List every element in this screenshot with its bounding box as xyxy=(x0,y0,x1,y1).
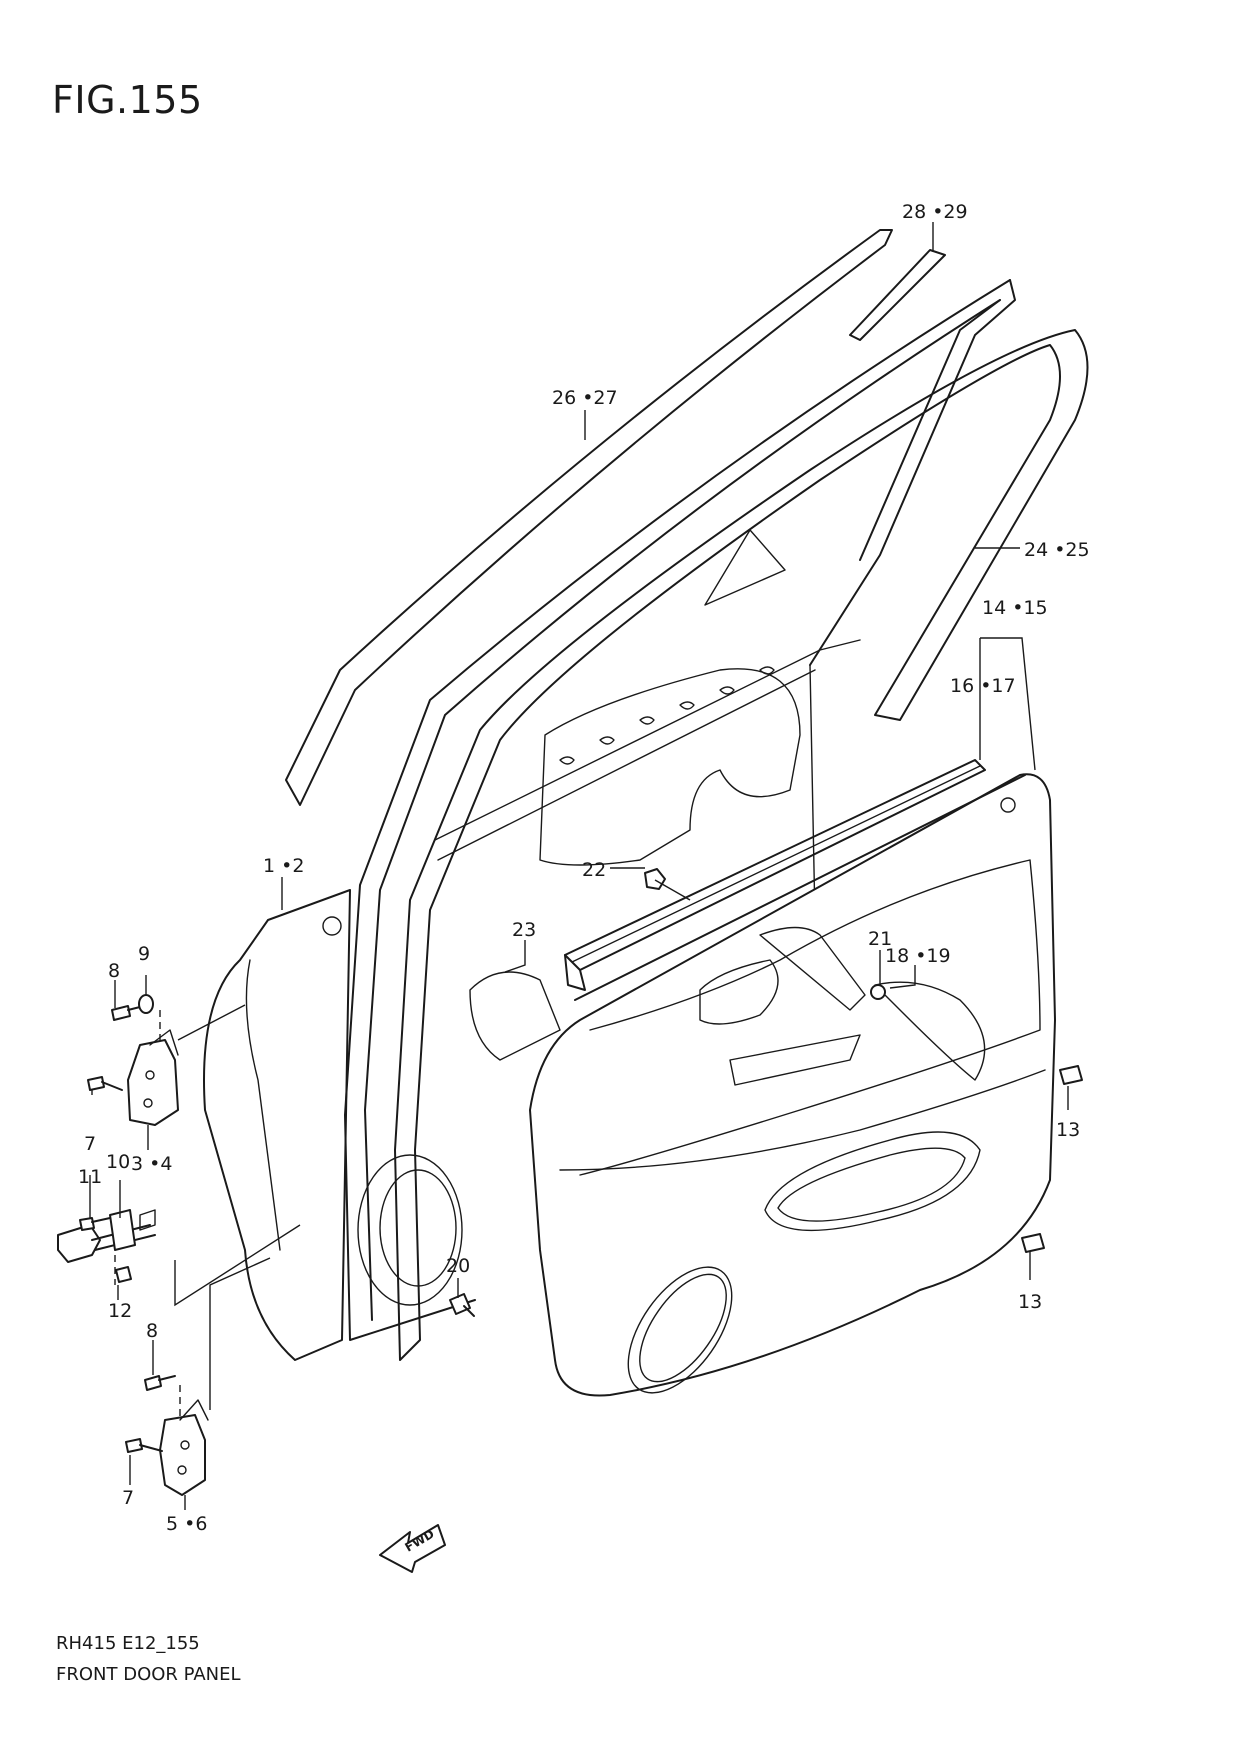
assembly-lines xyxy=(114,879,691,1420)
clip-22 xyxy=(644,868,666,890)
figure-title: FIG.155 xyxy=(52,78,203,122)
door-check xyxy=(57,1209,156,1263)
clip-20 xyxy=(449,1293,475,1317)
door-weatherstrip xyxy=(394,329,1089,1361)
fwd-arrow-badge: FWD xyxy=(379,1524,446,1573)
callout-14-15: 14 •15 xyxy=(982,597,1048,619)
callout-10: 10 xyxy=(106,1151,130,1173)
upper-hinge xyxy=(127,1029,179,1126)
bolt-7b xyxy=(125,1438,163,1453)
callout-16-17: 16 •17 xyxy=(950,675,1016,697)
bolt-8b xyxy=(144,1375,176,1391)
screw-21 xyxy=(870,984,886,1000)
callout-8a: 8 xyxy=(108,960,120,982)
door-hinge-panel xyxy=(203,889,351,1361)
callout-8b: 8 xyxy=(146,1320,158,1342)
callout-21: 21 xyxy=(868,928,892,950)
callout-13a: 13 xyxy=(1056,1119,1080,1141)
callout-11: 11 xyxy=(78,1166,102,1188)
callout-20: 20 xyxy=(446,1255,470,1277)
nut-12 xyxy=(115,1266,132,1283)
door-trim-panel xyxy=(529,773,1056,1397)
callout-labels: 28 •29 26 •27 24 •25 14 •15 16 •17 22 1 … xyxy=(78,201,1090,1535)
washer-9 xyxy=(138,994,154,1014)
belt-weatherstrip xyxy=(564,759,986,991)
plug-13a xyxy=(1059,1065,1083,1085)
leader-lines xyxy=(89,222,1069,1510)
diagram-code: RH415 E12_155 xyxy=(56,1633,200,1654)
callout-9: 9 xyxy=(138,943,150,965)
callout-7b: 7 xyxy=(122,1487,134,1509)
diagram-name: FRONT DOOR PANEL xyxy=(56,1664,241,1685)
callout-22: 22 xyxy=(582,859,606,881)
callout-12: 12 xyxy=(108,1300,132,1322)
callout-5-6: 5 •6 xyxy=(166,1513,207,1535)
plug-13b xyxy=(1021,1233,1045,1253)
callout-1-2: 1 •2 xyxy=(263,855,304,877)
callout-18-19: 18 •19 xyxy=(885,945,951,967)
callout-13b: 13 xyxy=(1018,1291,1042,1313)
lower-hinge xyxy=(159,1399,209,1496)
callout-24-25: 24 •25 xyxy=(1024,539,1090,561)
window-moulding xyxy=(285,229,893,806)
callout-28-29: 28 •29 xyxy=(902,201,968,223)
bolt-7a xyxy=(87,1076,123,1091)
callout-7a: 7 xyxy=(84,1133,96,1155)
bolt-11 xyxy=(79,1217,111,1231)
callout-26-27: 26 •27 xyxy=(552,387,618,409)
door-shell xyxy=(344,279,1016,1341)
division-bar-strip xyxy=(849,249,946,341)
callout-23: 23 xyxy=(512,919,536,941)
callout-3-4: 3 •4 xyxy=(131,1153,172,1175)
